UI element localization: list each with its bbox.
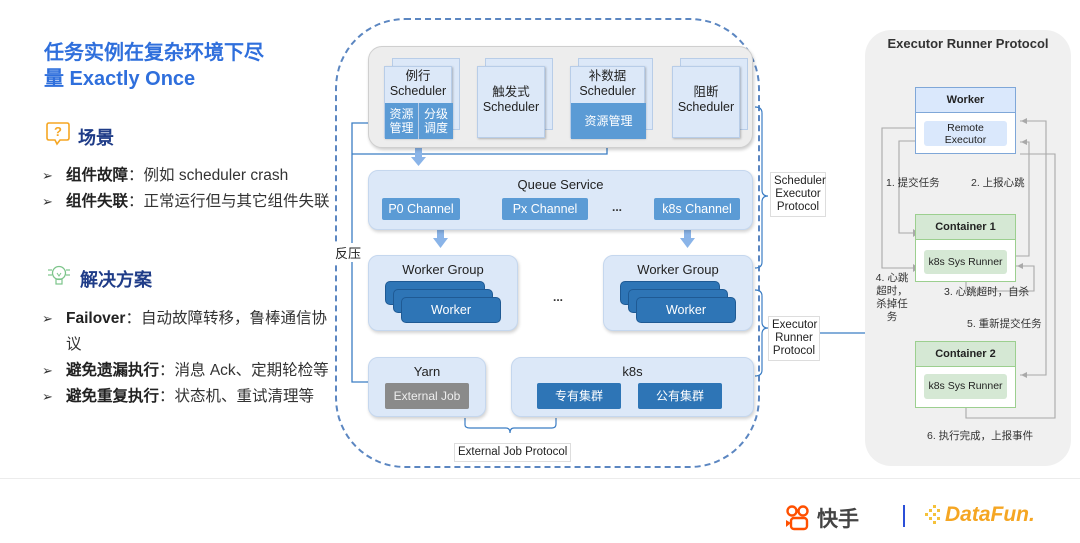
arrow-bullet-icon: ➢ bbox=[42, 311, 53, 326]
scenario-list: ➢ 组件故障：例如 scheduler crash ➢ 组件失联：正常运行但与其… bbox=[42, 163, 342, 215]
channel-k8s: k8s Channel bbox=[654, 198, 740, 220]
resource-mgmt-chip: 资源管理 bbox=[571, 103, 646, 139]
sys-runner: k8s Sys Runner bbox=[924, 374, 1007, 399]
worker-card: Worker bbox=[636, 297, 736, 323]
step-3-label: 3. 心跳超时，自杀 bbox=[944, 286, 1030, 298]
queue-title: Queue Service bbox=[517, 177, 604, 192]
triggered-scheduler: 触发式 Scheduler bbox=[477, 66, 545, 138]
channel-px: Px Channel bbox=[502, 198, 588, 220]
svg-text:?: ? bbox=[54, 124, 62, 139]
tiered-scheduling-chip: 分级调度 bbox=[419, 103, 453, 139]
flow-arrows bbox=[411, 147, 695, 248]
external-job-protocol: External Job Protocol bbox=[454, 443, 572, 462]
sched-line1: 补数据 bbox=[588, 69, 627, 83]
item-text: ：自动故障转移，鲁棒通信协议 bbox=[66, 310, 327, 353]
item-bold: 避免遗漏执行 bbox=[66, 362, 160, 379]
kuaishou-text: 快手 bbox=[817, 508, 859, 531]
item-text: ：消息 Ack、定期轮检等 bbox=[159, 362, 329, 379]
question-bubble-icon: ? bbox=[46, 121, 70, 152]
arrow-bullet-icon: ➢ bbox=[42, 389, 53, 404]
public-cluster: 公有集群 bbox=[638, 383, 722, 409]
item-text: ：正常运行但与其它组件失联 bbox=[128, 193, 330, 210]
worker-card: Worker bbox=[401, 297, 501, 323]
solution-item: ➢ 避免遗漏执行：消息 Ack、定期轮检等 bbox=[42, 358, 342, 384]
worker-ellipsis: ... bbox=[553, 290, 564, 304]
brace-sched-exec bbox=[754, 106, 769, 269]
step-1-label: 1. 提交任务 bbox=[886, 177, 940, 189]
step-2-label: 2. 上报心跳 bbox=[971, 177, 1025, 189]
brand-divider bbox=[903, 505, 905, 527]
lightbulb-circuit-icon bbox=[46, 264, 72, 293]
kuaishou-logo: 快手 bbox=[785, 503, 859, 533]
kuaishou-icon bbox=[786, 505, 809, 531]
solution-item: ➢ 避免重复执行：状态机、重试清理等 bbox=[42, 384, 342, 410]
sched-line1: 例行 bbox=[405, 69, 431, 83]
backpressure-label: 反压 bbox=[334, 243, 363, 262]
footer-divider bbox=[0, 478, 1080, 479]
solution-heading-text: 解决方案 bbox=[80, 269, 152, 290]
step-6-label: 6. 执行完成，上报事件 bbox=[927, 430, 1034, 442]
panel-title: Executor Runner Protocol bbox=[887, 36, 1049, 51]
scenario-heading-text: 场景 bbox=[78, 127, 114, 148]
step-4-label: 4. 心跳 超时， 杀掉任务 bbox=[875, 272, 909, 323]
item-bold: 组件故障 bbox=[66, 167, 129, 184]
blocking-scheduler: 阻断 Scheduler bbox=[672, 66, 740, 138]
item-bold: 组件失联 bbox=[66, 193, 129, 210]
backfill-scheduler: 补数据 Scheduler 资源管理 bbox=[570, 66, 646, 139]
scheduler-executor-protocol: Scheduler Executor Protocol bbox=[770, 172, 826, 217]
k8s-title: k8s bbox=[622, 364, 643, 379]
arrow-bullet-icon: ➢ bbox=[42, 168, 53, 183]
remote-executor: Remote Executor bbox=[924, 121, 1007, 146]
scenario-heading: ? 场景 bbox=[46, 121, 114, 152]
item-text: ：状态机、重试清理等 bbox=[159, 388, 315, 405]
worker-title: Worker bbox=[916, 88, 1015, 113]
sched-line2: Scheduler bbox=[482, 100, 540, 114]
title-line-1: 任务实例在复杂环境下尽 bbox=[44, 42, 264, 64]
channel-p0: P0 Channel bbox=[382, 198, 460, 220]
sys-runner: k8s Sys Runner bbox=[924, 250, 1007, 274]
item-bold: Failover bbox=[66, 310, 126, 327]
item-bold: 避免重复执行 bbox=[66, 388, 160, 405]
arrow-bullet-icon: ➢ bbox=[42, 194, 53, 209]
sched-line2: Scheduler bbox=[389, 84, 447, 98]
dedicated-cluster: 专有集群 bbox=[537, 383, 621, 409]
arrow-bullet-icon: ➢ bbox=[42, 363, 53, 378]
step-5-label: 5. 重新提交任务 bbox=[967, 318, 1042, 330]
yarn-title: Yarn bbox=[413, 364, 441, 379]
routine-scheduler: 例行 Scheduler 资源管理 分级调度 bbox=[384, 66, 453, 139]
container-title: Container 2 bbox=[916, 342, 1015, 367]
executor-runner-protocol: Executor Runner Protocol bbox=[768, 316, 820, 361]
worker-group-title: Worker Group bbox=[402, 262, 484, 277]
item-text: ：例如 scheduler crash bbox=[128, 167, 289, 184]
title-line-2: 量 Exactly Once bbox=[44, 68, 196, 90]
solution-item: ➢ Failover：自动故障转移，鲁棒通信协议 bbox=[42, 306, 342, 358]
external-job: External Job bbox=[385, 383, 469, 409]
sched-line2: Scheduler bbox=[677, 100, 735, 114]
scenario-item: ➢ 组件故障：例如 scheduler crash bbox=[42, 163, 342, 189]
slide-title: 任务实例在复杂环境下尽 量 Exactly Once bbox=[44, 40, 334, 92]
brace-external-job bbox=[464, 418, 557, 434]
datafun-pixel-icon bbox=[925, 505, 940, 524]
solution-list: ➢ Failover：自动故障转移，鲁棒通信协议 ➢ 避免遗漏执行：消息 Ack… bbox=[42, 306, 342, 410]
sched-line1: 阻断 bbox=[693, 85, 719, 99]
datafun-text: DataFun. bbox=[945, 503, 1035, 526]
sched-line1: 触发式 bbox=[492, 85, 530, 99]
worker-group-title: Worker Group bbox=[637, 262, 719, 277]
datafun-logo: DataFun. bbox=[925, 503, 1035, 527]
sched-line2: Scheduler bbox=[579, 84, 636, 98]
solution-heading: 解决方案 bbox=[46, 264, 152, 293]
container-title: Container 1 bbox=[916, 215, 1015, 240]
resource-mgmt-chip: 资源管理 bbox=[385, 103, 419, 139]
scenario-item: ➢ 组件失联：正常运行但与其它组件失联 bbox=[42, 189, 342, 215]
channel-ellipsis: ... bbox=[612, 200, 623, 214]
